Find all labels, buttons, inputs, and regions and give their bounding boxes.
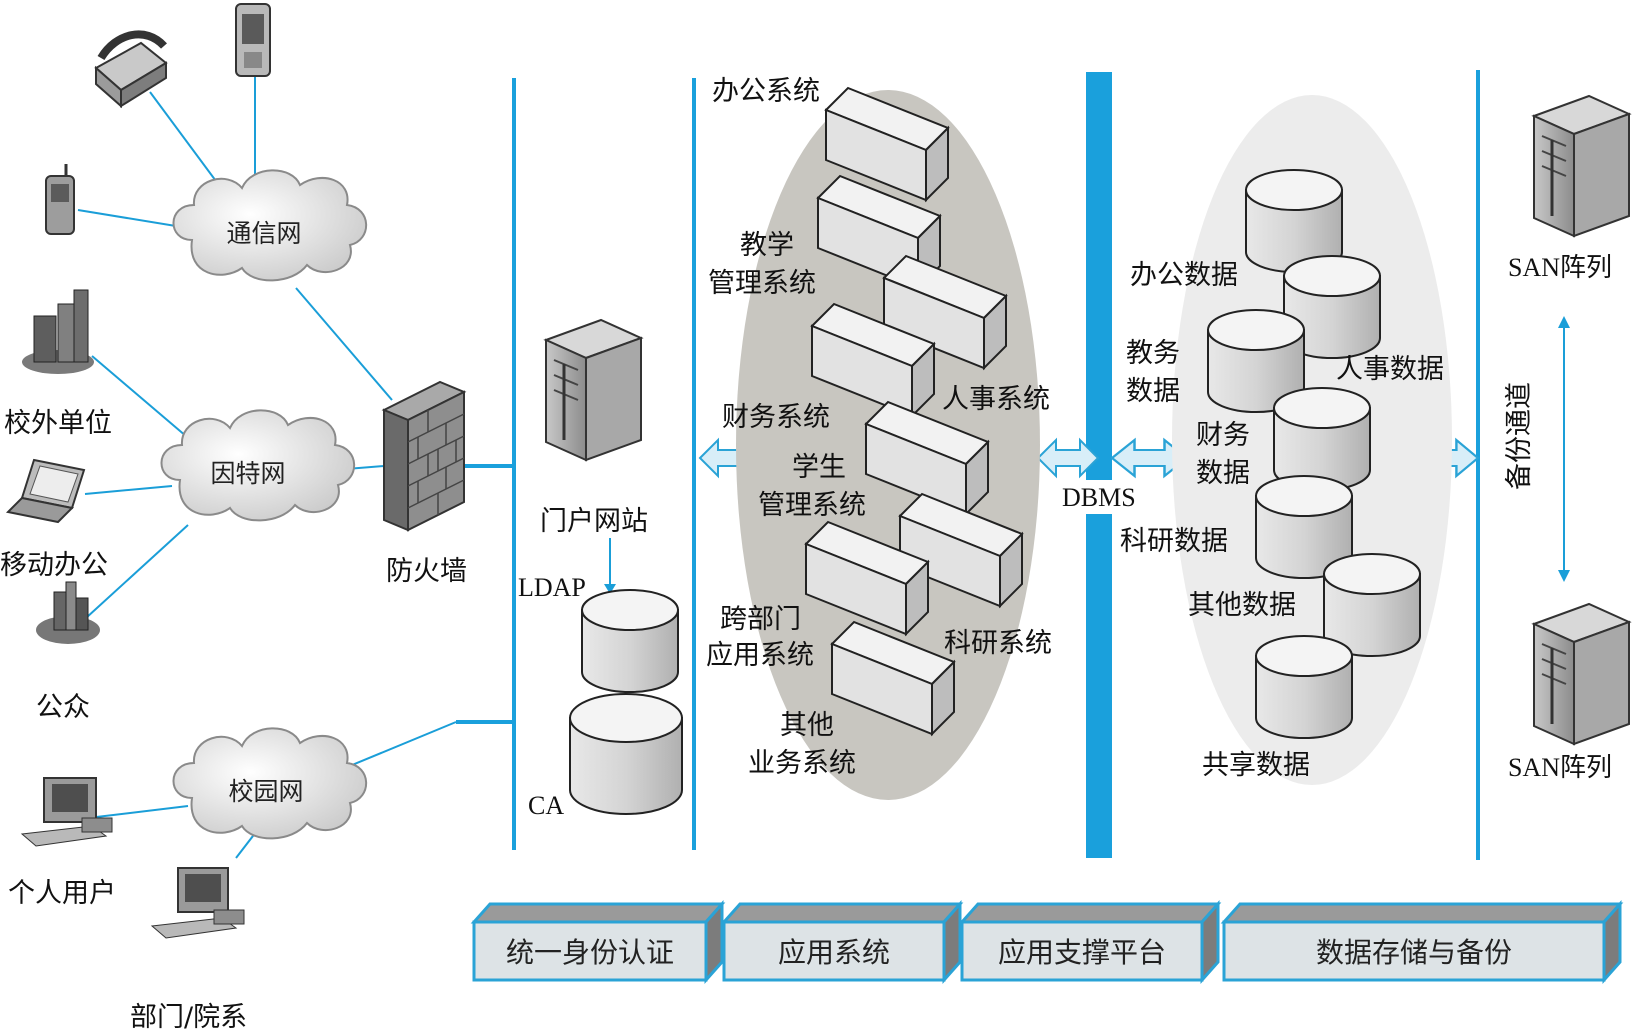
bar-label-applications: 应用系统 — [778, 936, 890, 969]
label-teaching-2: 管理系统 — [708, 268, 816, 299]
mobile-phone-icon — [235, 3, 271, 77]
arrow-head — [604, 584, 616, 594]
label-office-data: 办公数据 — [1130, 260, 1238, 291]
public-building-icon — [36, 581, 100, 644]
label-research-system: 科研系统 — [944, 628, 1052, 659]
label-department: 部门/院系 — [130, 1002, 247, 1032]
laptop-icon — [5, 458, 86, 524]
label-external-unit: 校外单位 — [4, 408, 112, 439]
label-other-2: 业务系统 — [748, 748, 856, 779]
arrow-head-down — [1558, 570, 1570, 582]
db-other-data — [1323, 553, 1421, 657]
label-student-1: 学生 — [792, 452, 846, 483]
bar-label-identity: 统一身份认证 — [506, 936, 674, 969]
firewall-icon — [381, 380, 467, 532]
label-mobile-office: 移动办公 — [0, 550, 108, 581]
label-office-system: 办公系统 — [712, 76, 820, 107]
label-hr-system: 人事系统 — [942, 384, 1050, 415]
san-array-bottom-icon — [1532, 602, 1631, 746]
arrow-head-up — [1558, 316, 1570, 328]
layer-bar-storage: 数据存储与备份 — [1220, 900, 1624, 984]
network-links — [77, 70, 512, 859]
label-cross-1: 跨部门 — [720, 604, 801, 635]
db-finance-data — [1273, 387, 1371, 491]
label-student-2: 管理系统 — [758, 490, 866, 521]
san-array-top-icon — [1532, 94, 1631, 238]
buildings-icon — [22, 289, 94, 374]
cloud-label-campus: 校园网 — [228, 777, 303, 806]
department-computer-icon — [150, 867, 245, 939]
cloud-internet: 因特网 — [160, 409, 356, 522]
label-cross-2: 应用系统 — [706, 640, 814, 671]
portal-server-icon — [544, 318, 643, 462]
label-portal: 门户网站 — [540, 506, 648, 537]
dbms-label-bg — [1058, 480, 1140, 514]
label-other-data: 其他数据 — [1188, 590, 1296, 621]
cloud-campus-network: 校园网 — [172, 727, 368, 840]
label-teaching-data-2: 数据 — [1126, 376, 1180, 407]
label-other-1: 其他 — [780, 710, 834, 741]
layer-bar-applications: 应用系统 — [720, 900, 964, 984]
label-teaching-1: 教学 — [740, 230, 794, 261]
label-san-bottom: SAN阵列 — [1508, 753, 1612, 782]
personal-computer-icon — [20, 777, 113, 847]
label-ca: CA — [528, 791, 564, 820]
label-finance-data-1: 财务 — [1196, 420, 1250, 451]
telephone-icon — [94, 30, 168, 109]
label-dbms: DBMS — [1062, 483, 1136, 512]
label-shared-data: 共享数据 — [1202, 750, 1310, 781]
cloud-telecom-network: 通信网 — [172, 169, 368, 282]
label-finance-system: 财务系统 — [722, 402, 830, 433]
label-hr-data: 人事数据 — [1336, 354, 1444, 385]
label-firewall: 防火墙 — [386, 556, 467, 587]
ca-database-icon — [569, 693, 683, 815]
label-teaching-data-1: 教务 — [1126, 338, 1180, 369]
bar-label-platform: 应用支撑平台 — [998, 936, 1166, 969]
db-shared-data — [1255, 635, 1353, 739]
label-backup-channel: 备份通道 — [1504, 382, 1535, 490]
cell-phone-icon — [45, 164, 75, 235]
label-research-data: 科研数据 — [1120, 526, 1228, 557]
label-finance-data-2: 数据 — [1196, 458, 1250, 489]
cloud-label-telecom: 通信网 — [226, 219, 301, 248]
layer-bar-identity: 统一身份认证 — [470, 900, 726, 984]
bar-label-storage: 数据存储与备份 — [1316, 936, 1512, 969]
label-san-top: SAN阵列 — [1508, 253, 1612, 282]
label-public: 公众 — [36, 692, 90, 723]
label-personal-user: 个人用户 — [8, 878, 116, 909]
cloud-label-internet: 因特网 — [210, 459, 285, 488]
layer-bar-platform: 应用支撑平台 — [958, 900, 1222, 984]
ldap-database-icon — [581, 589, 679, 693]
label-ldap: LDAP — [518, 573, 586, 602]
